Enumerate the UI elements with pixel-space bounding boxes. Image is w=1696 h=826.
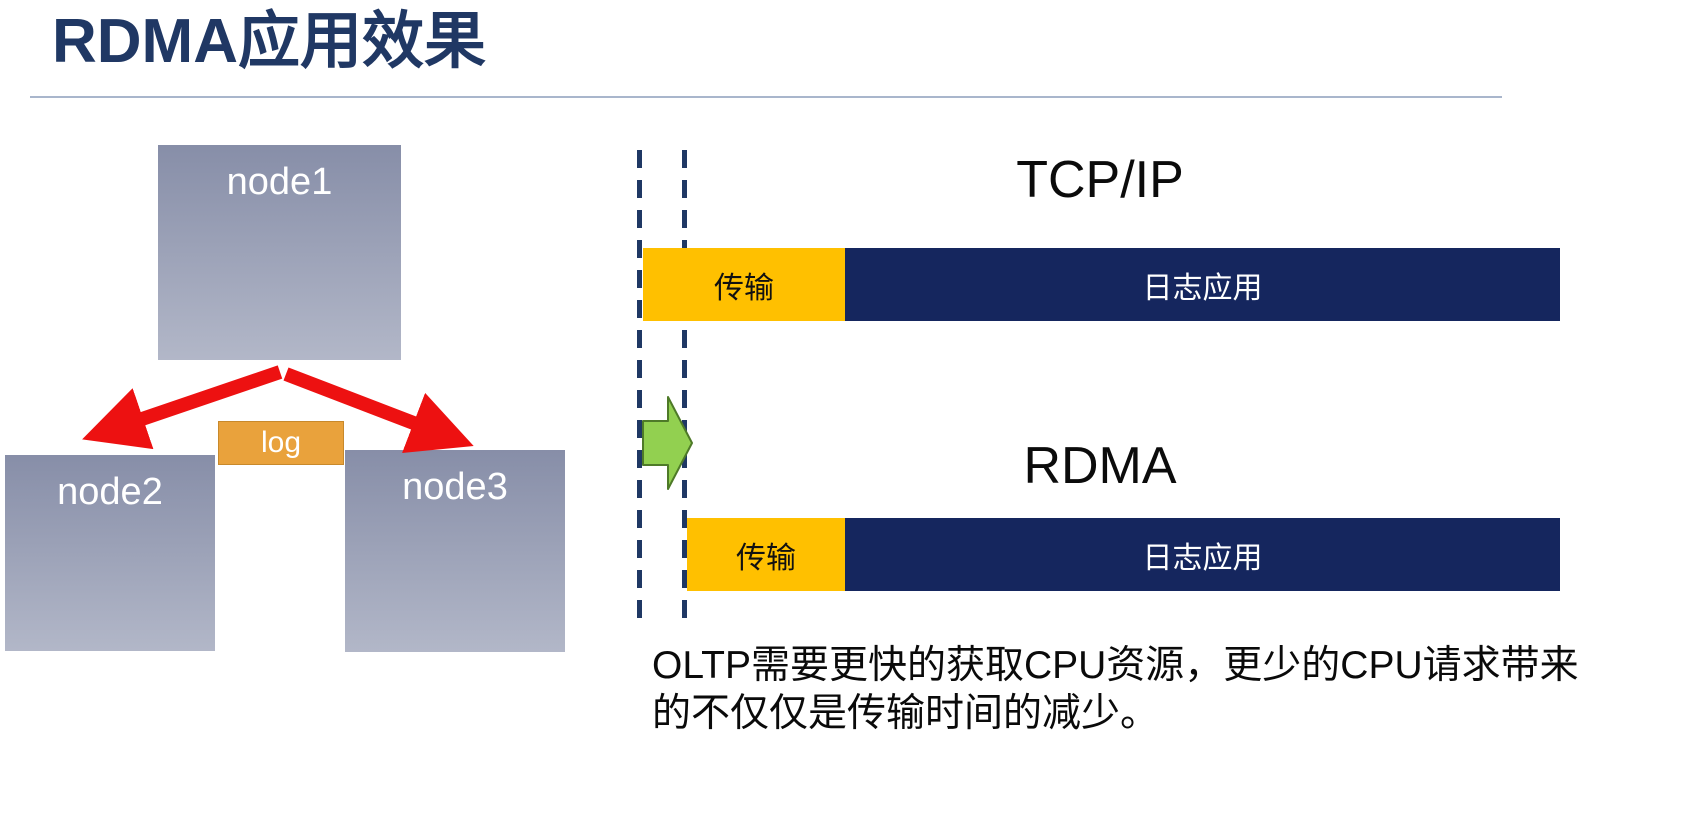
rdma-section-title: RDMA [1023,437,1177,495]
timeline-dashed-line-rdma [682,150,687,628]
tcp-app-segment: 日志应用 [845,248,1560,321]
replication-arrows-icon [82,365,474,454]
node2-label: node2 [57,471,163,513]
node1-label: node1 [226,161,333,203]
rdma-transfer-label: 传输 [736,541,796,575]
tcp-app-label: 日志应用 [1142,271,1263,305]
log-label: log [260,426,302,459]
title-divider [30,96,1502,98]
log-box: log [218,421,344,465]
improvement-arrow-icon [642,396,693,490]
node3-label: node3 [402,466,508,508]
node1-box: node1 [158,145,401,360]
rdma-app-segment: 日志应用 [845,518,1560,591]
node2-box: node2 [5,455,215,651]
rdma-app-label: 日志应用 [1142,541,1263,575]
tcp-transfer-label: 传输 [714,271,774,305]
node3-box: node3 [345,450,565,652]
tcp-section-title: TCP/IP [1016,151,1184,209]
timeline-dashed-line-tcp [637,150,642,628]
page-title: RDMA应用效果 [52,7,486,76]
rdma-transfer-segment: 传输 [687,518,845,591]
caption-text: OLTP需要更快的获取CPU资源，更少的CPU请求带来的不仅仅是传输时间的减少。 [652,644,1579,735]
tcp-transfer-segment: 传输 [643,248,845,321]
